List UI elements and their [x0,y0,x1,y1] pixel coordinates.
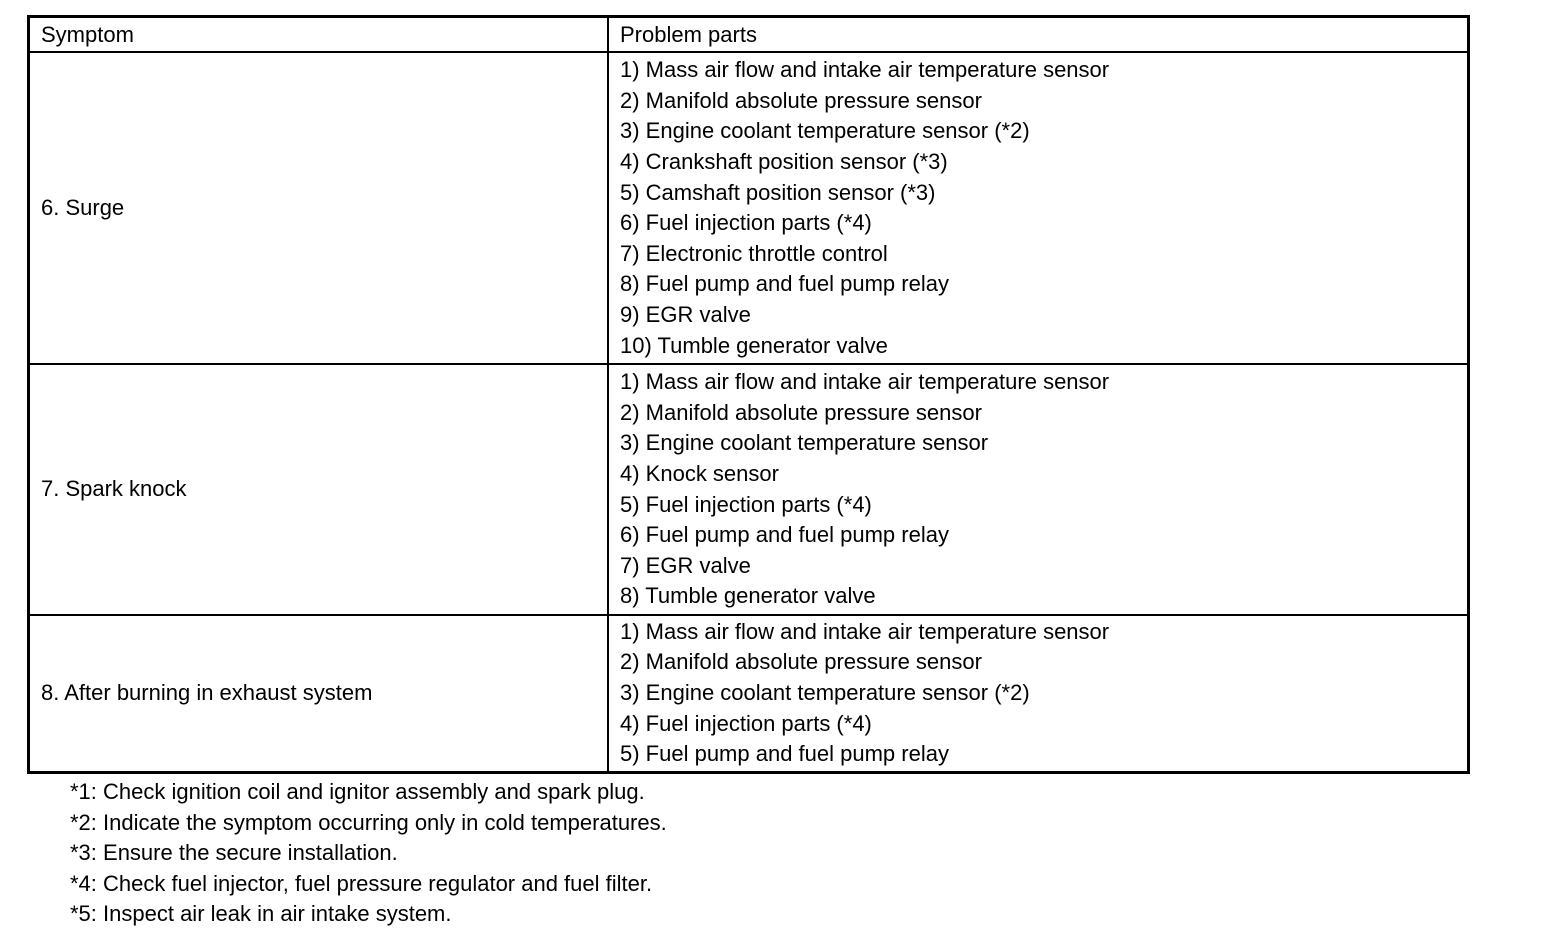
table-row: 8. After burning in exhaust system 1) Ma… [27,613,1470,774]
list-item: 4) Crankshaft position sensor (*3) [620,149,948,175]
parts-list: 1) Mass air flow and intake air temperat… [620,617,1467,770]
parts-cell: 1) Mass air flow and intake air temperat… [607,363,1470,616]
list-item: 2) Manifold absolute pressure sensor [620,87,982,113]
list-item: 4) Fuel injection parts (*4) [620,710,872,736]
list-item: 8) Tumble generator valve [620,583,876,609]
list-item: 3) Engine coolant temperature sensor [620,430,989,456]
list-item: 1) Mass air flow and intake air temperat… [620,618,1110,644]
list-item: 1) Mass air flow and intake air temperat… [620,369,1110,395]
footnote: *1: Check ignition coil and ignitor asse… [70,779,645,804]
parts-cell: 1) Mass air flow and intake air temperat… [607,50,1470,366]
header-symptom: Symptom [27,15,609,53]
parts-list: 1) Mass air flow and intake air temperat… [620,55,1467,361]
table-row: 6. Surge 1) Mass air flow and intake air… [27,50,1470,366]
footnote: *5: Inspect air leak in air intake syste… [70,901,452,927]
list-item: 2) Manifold absolute pressure sensor [620,649,982,675]
footnotes: *1: Check ignition coil and ignitor asse… [70,777,667,930]
symptom-cell: 7. Spark knock [27,363,609,616]
table-row: 7. Spark knock 1) Mass air flow and inta… [27,363,1470,616]
list-item: 5) Fuel injection parts (*4) [620,491,872,517]
list-item: 7) EGR valve [620,552,751,578]
footnote: *3: Ensure the secure installation. [70,840,398,866]
footnote: *2: Indicate the symptom occurring only … [70,809,667,835]
table-header-row: Symptom Problem parts [27,15,1470,53]
footnote: *4: Check fuel injector, fuel pressure r… [70,870,653,896]
list-item: 5) Camshaft position sensor (*3) [620,179,936,205]
list-item: 5) Fuel pump and fuel pump relay [620,741,949,767]
list-item: 6) Fuel pump and fuel pump relay [620,522,949,548]
list-item: 10) Tumble generator valve [620,332,888,358]
symptom-cell: 6. Surge [27,50,609,366]
list-item: 8) Fuel pump and fuel pump relay [620,271,949,297]
list-item: 9) EGR valve [620,301,751,327]
parts-cell: 1) Mass air flow and intake air temperat… [607,613,1470,774]
list-item: 1) Mass air flow and intake air temperat… [620,57,1110,83]
header-problem-parts: Problem parts [607,15,1470,53]
list-item: 3) Engine coolant temperature sensor (*2… [620,680,1030,706]
symptom-cell: 8. After burning in exhaust system [27,613,609,774]
list-item: 4) Knock sensor [620,461,779,486]
parts-list: 1) Mass air flow and intake air temperat… [620,367,1467,612]
list-item: 6) Fuel injection parts (*4) [620,210,872,236]
list-item: 2) Manifold absolute pressure sensor [620,399,982,425]
list-item: 7) Electronic throttle control [620,240,888,266]
symptom-table: Symptom Problem parts 6. Surge 1) Mass a… [27,15,1470,774]
list-item: 3) Engine coolant temperature sensor (*2… [620,118,1030,144]
